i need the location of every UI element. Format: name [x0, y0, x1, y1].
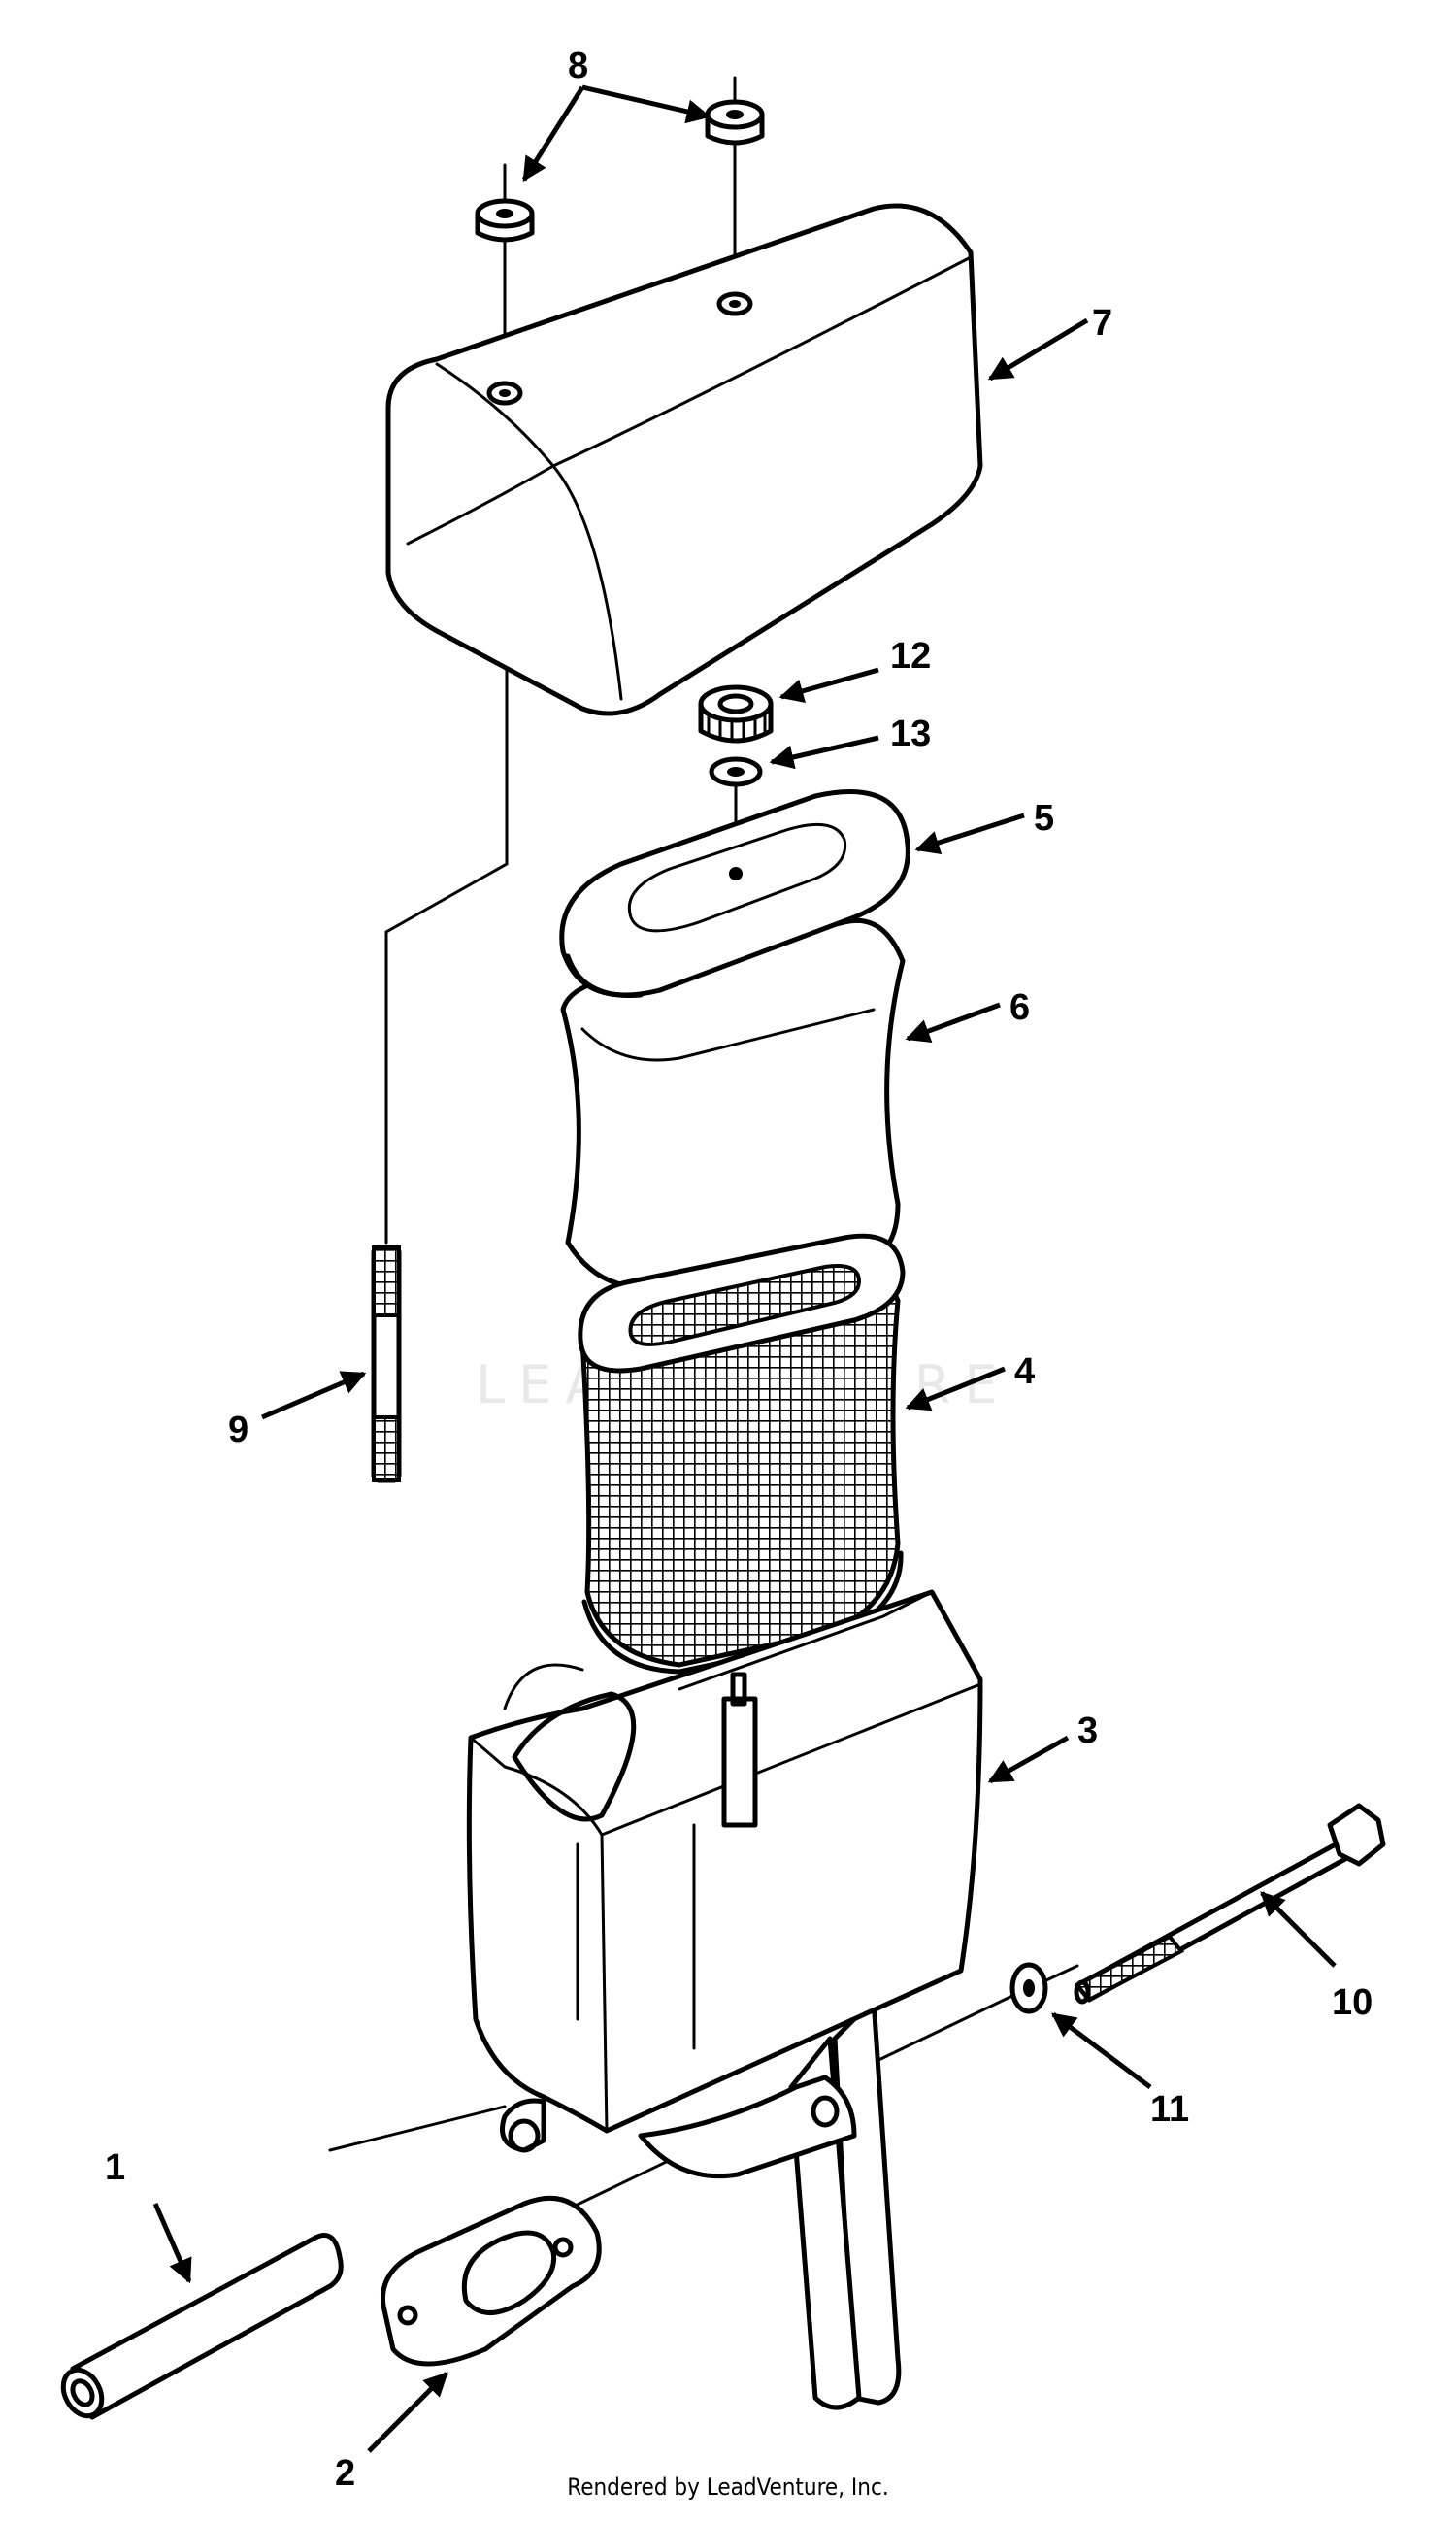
grommet-right	[705, 99, 765, 146]
leader-arrows	[152, 84, 1337, 2453]
callout-4: 4	[1014, 1351, 1035, 1392]
callout-1: 1	[105, 2147, 125, 2188]
cover-plate	[559, 789, 910, 998]
callout-7: 7	[1092, 303, 1112, 344]
tube	[60, 2233, 344, 2420]
washer-bolt	[1009, 1962, 1048, 2014]
callout-10: 10	[1332, 1982, 1373, 2023]
precleaner	[560, 917, 906, 1289]
callout-5: 5	[1034, 798, 1054, 839]
filter-element	[578, 1233, 906, 1675]
callout-6: 6	[1009, 987, 1030, 1028]
stud	[371, 1245, 402, 1483]
washer-top	[709, 756, 763, 787]
callout-11: 11	[1150, 2089, 1189, 2130]
callout-2: 2	[335, 2453, 355, 2494]
air-cleaner-cover	[385, 203, 983, 716]
callout-9: 9	[228, 1410, 248, 1450]
footer-credit: Rendered by LeadVenture, Inc.	[567, 2473, 889, 2501]
callout-12: 12	[890, 636, 931, 677]
callout-3: 3	[1077, 1710, 1098, 1751]
callout-8: 8	[568, 46, 588, 86]
air-cleaner-base	[466, 1589, 983, 2410]
callout-labels: 1 2 3 4 5 6 7 8 9 10 11 12 13	[105, 46, 1373, 2494]
grommet-left	[475, 198, 535, 243]
gasket	[380, 2195, 602, 2367]
bolt	[1074, 1803, 1386, 2005]
wing-nut	[698, 684, 774, 744]
callout-13: 13	[890, 714, 931, 754]
